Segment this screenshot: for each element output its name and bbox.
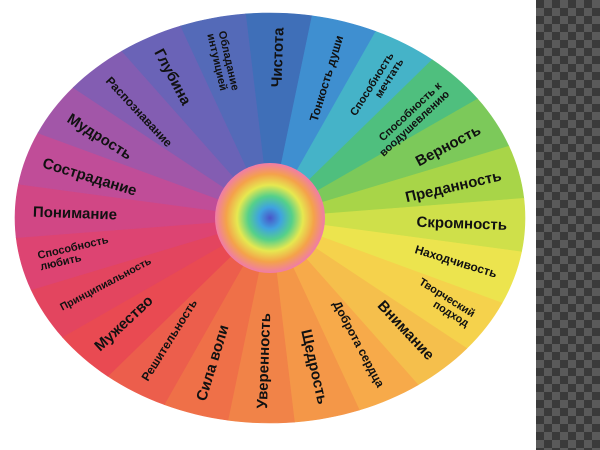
wheel-segment: [245, 12, 313, 219]
wheel-segments: [14, 12, 526, 424]
wheel-segment: [14, 183, 271, 238]
wheel-segment: [180, 13, 271, 219]
wheel-segment: [107, 217, 271, 405]
segment-label: Скромность: [416, 214, 507, 234]
wheel-segment: [269, 198, 526, 253]
wheel-segment: [72, 50, 271, 219]
wheel-segment: [37, 87, 271, 219]
wheel-segment: [269, 217, 360, 423]
decorative-side-pattern: [536, 0, 600, 450]
wheel-hub: [215, 163, 325, 273]
wheel-segment: [269, 217, 522, 304]
wheel-segment: [30, 217, 271, 338]
wheel-segment: [269, 217, 503, 349]
wheel-segment: [121, 25, 271, 219]
wheel-segment: [227, 217, 295, 424]
wheel-segment: [61, 217, 271, 377]
wheel-segment: [18, 132, 271, 219]
wheel-segment: [269, 98, 510, 219]
wheel-segment: [269, 59, 479, 219]
wheel-segment: [163, 217, 271, 421]
wheel-segment: [269, 15, 377, 219]
wheel-segment: [269, 31, 433, 219]
segment-label: Уверенность: [254, 313, 274, 409]
segment-label: Понимание: [33, 204, 118, 224]
wheel-segment: [269, 145, 525, 219]
wheel-segment: [269, 217, 468, 386]
wheel-segment: [15, 217, 271, 291]
wheel-segment: [269, 217, 419, 411]
segment-label: Чистота: [268, 27, 287, 88]
